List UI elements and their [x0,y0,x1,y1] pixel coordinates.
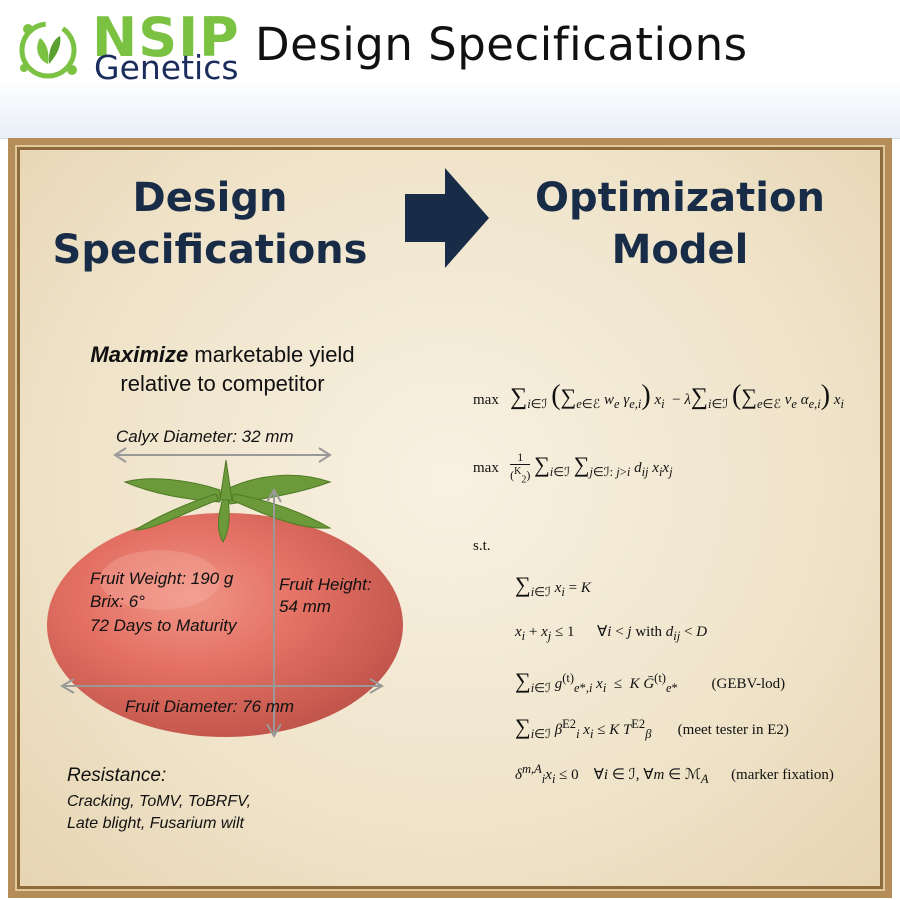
objective-diversity-equation: max 1(K2) ∑i∈ℐ ∑j∈ℐ: j>i dij xixj [473,450,673,486]
fruit-weight-label: Fruit Weight: 190 g [90,569,234,588]
subject-to-label: s.t. [473,538,491,554]
right-arrow-icon [405,168,489,268]
fruit-height-label: Fruit Height: 54 mm [279,575,372,616]
logo-wordmark: NSIP [92,6,240,69]
calyx-diameter-label: Calyx Diameter: 32 mm [116,427,294,446]
optimization-model-heading: Optimization Model [535,175,825,273]
days-to-maturity-label: 72 Days to Maturity [90,616,237,635]
parchment-panel [8,138,892,898]
logo-subtitle: Genetics [94,48,239,87]
resistance-heading: Resistance: [67,765,167,786]
fruit-diameter-label: Fruit Diameter: 76 mm [125,697,295,716]
gebv-constraint: ∑i∈ℐ g(t)e*,i xi ≤ K Ḡ(t)e* (GEBV-lod) [515,668,786,695]
nsip-logo-icon [19,21,77,79]
tester-constraint: ∑i∈ℐ βE2i xi ≤ K TE2β (meet tester in E2… [515,714,789,741]
design-specifications-heading: Design Specifications [52,175,368,273]
page-title: Design Specifications [255,18,748,71]
objective-text: Maximize marketable yield relative to co… [90,342,355,396]
marker-constraint: δm,Aixi ≤ 0 ∀i ∈ ℐ, ∀m ∈ ℳA (marker fixa… [515,762,834,786]
brix-label: Brix: 6° [90,592,145,611]
tomato-illustration [47,447,403,738]
header-bar: NSIP Genetics Design Specifications [0,0,900,139]
resistance-list: Cracking, ToMV, ToBRFV, Late blight, Fus… [67,793,252,832]
cardinality-constraint: ∑i∈ℐ xi = K [515,572,591,599]
distance-constraint: xi + xj ≤ 1 ∀i < j with dij < D [515,624,708,643]
objective-yield-equation: max ∑i∈ℐ (∑e∈ℰ we γe,i) xi − λ∑i∈ℐ (∑e∈ℰ… [473,380,844,411]
